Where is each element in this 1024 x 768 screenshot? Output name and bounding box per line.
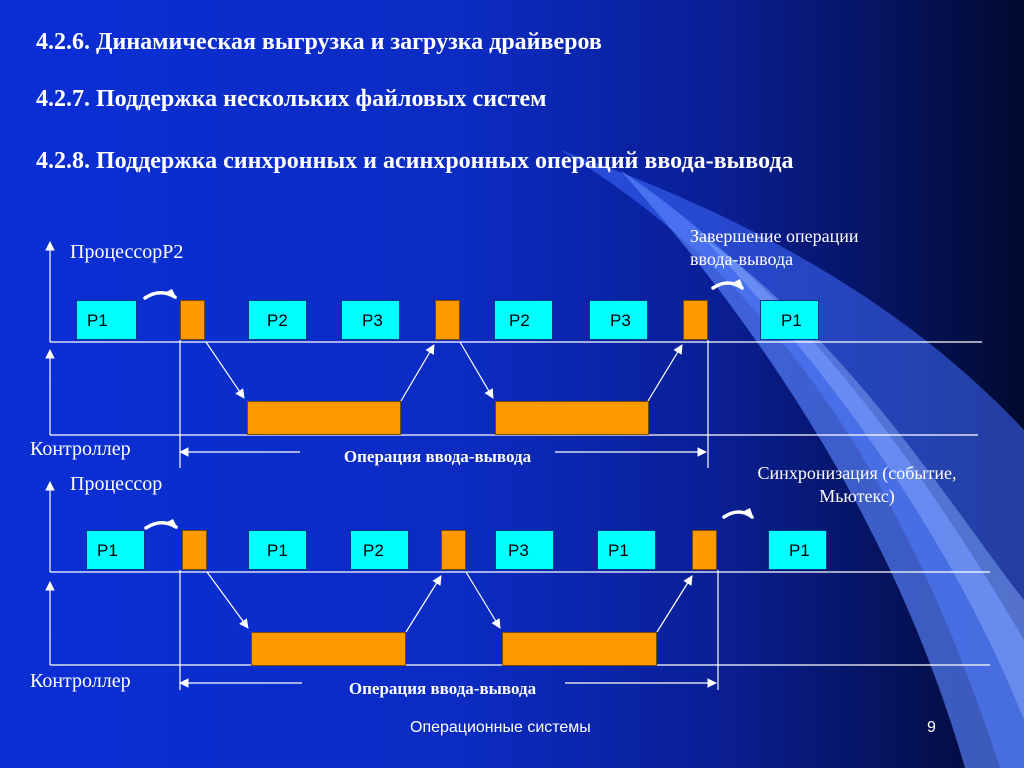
d2-arrow-4 bbox=[656, 575, 693, 633]
d1-switch-tick bbox=[180, 300, 205, 340]
d2-processor-label: Процессор bbox=[70, 473, 163, 495]
d1-process-box: Р3 bbox=[341, 300, 400, 340]
d1-arrow-4 bbox=[647, 344, 683, 402]
d2-process-box: Р1 bbox=[597, 530, 656, 570]
d1-process-box: Р3 bbox=[589, 300, 648, 340]
d1-io-block bbox=[495, 401, 649, 435]
d2-process-box: Р3 bbox=[495, 530, 554, 570]
d2-arrow-2 bbox=[405, 575, 442, 633]
d1-process-box: Р1 bbox=[760, 300, 819, 340]
d1-process-box: Р2 bbox=[248, 300, 307, 340]
d2-process-box: Р1 bbox=[768, 530, 827, 570]
d1-processor-label: ПроцессорР2 bbox=[70, 241, 184, 263]
d1-io-block bbox=[247, 401, 401, 435]
d2-io-block bbox=[502, 632, 657, 666]
heading-4-2-6: 4.2.6. Динамическая выгрузка и загрузка … bbox=[36, 29, 602, 55]
d2-switch-tick bbox=[441, 530, 466, 570]
d1-io-operation-label: Операция ввода-вывода bbox=[343, 447, 532, 466]
d2-arrow-3 bbox=[465, 571, 501, 629]
footer-title: Операционные системы bbox=[410, 719, 591, 736]
d1-process-box: Р1 bbox=[76, 300, 137, 340]
d2-arrow-1 bbox=[206, 571, 249, 629]
d2-controller-label: Контроллер bbox=[30, 670, 131, 692]
d2-sync-annotation: Синхронизация (событие, Мьютекс) bbox=[757, 463, 957, 506]
d1-processor-suffix: Р2 bbox=[162, 241, 184, 263]
page-number: 9 bbox=[927, 719, 936, 736]
d2-switch-tick bbox=[182, 530, 207, 570]
heading-4-2-7: 4.2.7. Поддержка нескольких файловых сис… bbox=[36, 86, 547, 112]
d2-process-box: Р2 bbox=[350, 530, 409, 570]
d2-process-box: Р1 bbox=[248, 530, 307, 570]
d2-io-operation-label: Операция ввода-вывода bbox=[348, 679, 537, 698]
d1-controller-label: Контроллер bbox=[30, 438, 131, 460]
d2-process-box: Р1 bbox=[86, 530, 145, 570]
d1-process-box: Р2 bbox=[494, 300, 553, 340]
d1-switch-arrow-right bbox=[711, 281, 744, 290]
d1-arrow-2 bbox=[400, 344, 435, 402]
d1-switch-tick bbox=[683, 300, 708, 340]
d1-switch-tick bbox=[435, 300, 460, 340]
heading-4-2-8: 4.2.8. Поддержка синхронных и асинхронны… bbox=[36, 148, 794, 174]
d2-switch-tick bbox=[692, 530, 717, 570]
d1-completion-annotation: Завершение операции ввода-вывода bbox=[690, 226, 859, 269]
d1-arrow-1 bbox=[205, 341, 245, 399]
d1-arrow-3 bbox=[459, 341, 494, 399]
d2-io-block bbox=[251, 632, 406, 666]
